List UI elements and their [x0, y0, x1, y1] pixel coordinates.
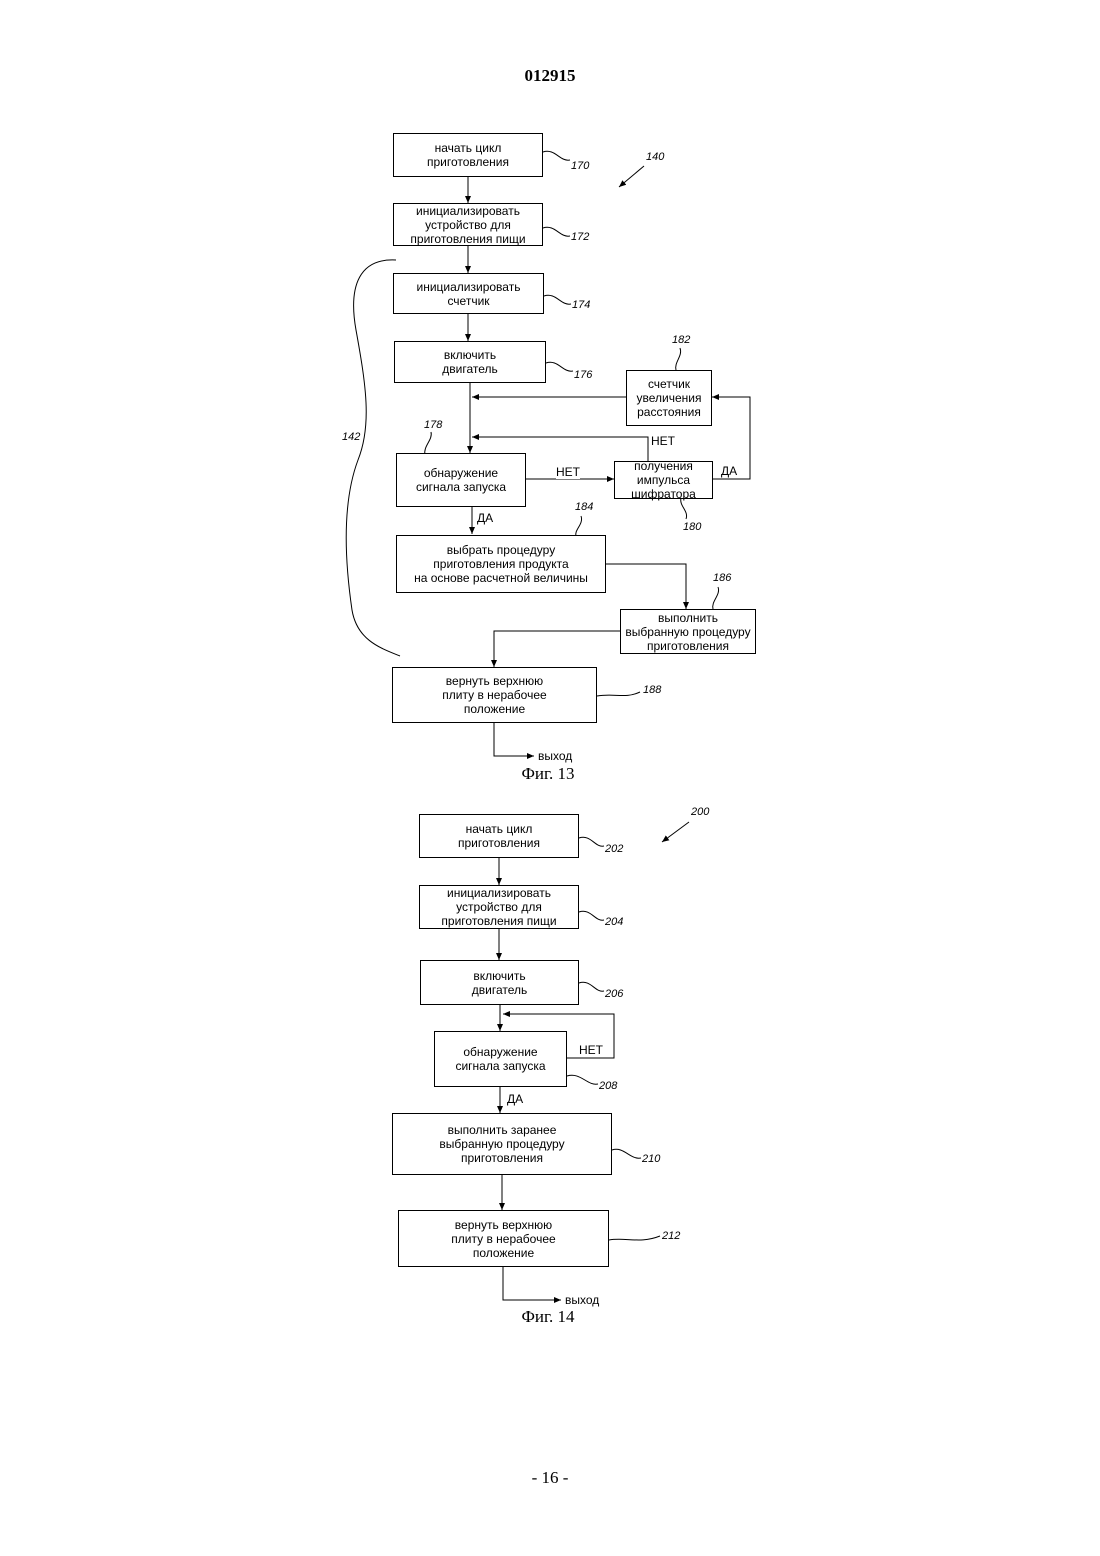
- fig14-ref-210: 210: [642, 1153, 660, 1165]
- fig13-ref-172: 172: [571, 231, 589, 243]
- leader-204: [579, 911, 604, 920]
- fig13-ref-176: 176: [574, 369, 592, 381]
- document-number: 012915: [0, 66, 1100, 86]
- fig14-box-detect: обнаружение сигнала запуска: [434, 1031, 567, 1087]
- fig14-label-yes-detect: ДА: [507, 1092, 523, 1106]
- fig14-label-no-detect: НЕТ: [579, 1043, 603, 1057]
- fig14-box-start: начать цикл приготовления: [419, 814, 579, 858]
- arrow-186-188: [494, 631, 620, 667]
- fig14-ref-202: 202: [605, 843, 623, 855]
- fig13-box-detect: обнаружение сигнала запуска: [396, 453, 526, 507]
- leader-206: [579, 982, 604, 991]
- fig13-box-start: начать цикл приготовления: [393, 133, 543, 177]
- fig13-box-init-counter: инициализировать счетчик: [393, 273, 544, 314]
- fig13-caption: Фиг. 13: [488, 764, 608, 784]
- fig14-box-init-device: инициализировать устройство для приготов…: [419, 885, 579, 929]
- leader-184: [576, 516, 582, 536]
- leader-178: [425, 432, 432, 455]
- leader-182: [676, 348, 681, 370]
- fig13-ref-170: 170: [571, 160, 589, 172]
- leader-202: [579, 837, 604, 846]
- fig13-ref-174: 174: [572, 299, 590, 311]
- fig13-ref-186: 186: [713, 572, 731, 584]
- fig13-label-yes-encoder: ДА: [721, 464, 737, 478]
- arrow-184-186: [606, 564, 686, 609]
- leader-174: [544, 295, 571, 304]
- fig13-box-init-device: инициализировать устройство для приготов…: [393, 203, 543, 246]
- arrow-exit-14: [503, 1267, 561, 1300]
- fig13-label-no-detect: НЕТ: [556, 465, 580, 479]
- fig13-ref-180: 180: [683, 521, 701, 533]
- fig14-caption: Фиг. 14: [488, 1307, 608, 1327]
- leader-188: [597, 692, 640, 696]
- fig13-box-motor-on: включить двигатель: [394, 341, 546, 383]
- arrow-200: [662, 822, 689, 842]
- fig13-label-exit: выход: [538, 749, 572, 763]
- leader-212: [609, 1236, 660, 1240]
- fig14-box-execute: выполнить заранее выбранную процедуру пр…: [392, 1113, 612, 1175]
- leader-170: [543, 151, 570, 160]
- leader-180: [681, 498, 687, 519]
- arrow-140: [619, 166, 644, 187]
- fig13-ref-184: 184: [575, 501, 593, 513]
- leader-176: [546, 362, 573, 371]
- fig14-ref-204: 204: [605, 916, 623, 928]
- fig14-box-return-plate: вернуть верхнюю плиту в нерабочее положе…: [398, 1210, 609, 1267]
- arrow-exit-13: [494, 723, 534, 756]
- fig14-ref-206: 206: [605, 988, 623, 1000]
- fig14-ref-200: 200: [691, 806, 709, 818]
- fig14-ref-212: 212: [662, 1230, 680, 1242]
- fig13-label-no-encoder: НЕТ: [651, 434, 675, 448]
- fig13-ref-188: 188: [643, 684, 661, 696]
- fig13-ref-142: 142: [342, 431, 360, 443]
- fig13-box-counter-inc: счетчик увеличения расстояния: [626, 370, 712, 426]
- leader-210: [612, 1149, 641, 1158]
- leader-208: [567, 1075, 598, 1084]
- fig13-ref-182: 182: [672, 334, 690, 346]
- page-number: - 16 -: [0, 1468, 1100, 1488]
- fig13-box-execute: выполнить выбранную процедуру приготовле…: [620, 609, 756, 654]
- bracket-142: [346, 260, 400, 656]
- fig13-box-select-proc: выбрать процедуру приготовления продукта…: [396, 535, 606, 593]
- leader-186: [713, 587, 719, 609]
- fig13-box-encoder: получения импульса шифратора: [614, 461, 713, 499]
- fig13-box-return-plate: вернуть верхнюю плиту в нерабочее положе…: [392, 667, 597, 723]
- fig13-ref-140: 140: [646, 151, 664, 163]
- fig14-ref-208: 208: [599, 1080, 617, 1092]
- fig14-label-exit: выход: [565, 1293, 599, 1307]
- fig13-label-yes-detect: ДА: [477, 511, 493, 525]
- leader-172: [543, 227, 570, 236]
- fig14-box-motor-on: включить двигатель: [420, 960, 579, 1005]
- fig13-ref-178: 178: [424, 419, 442, 431]
